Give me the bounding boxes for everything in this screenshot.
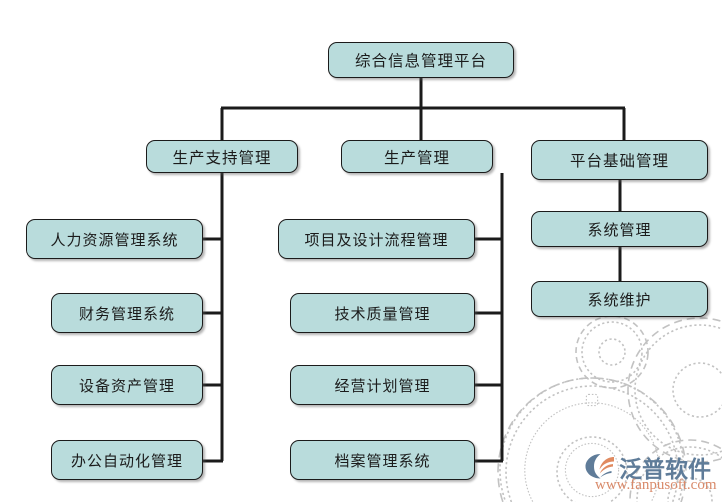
node-system-management[interactable]: 系统管理 xyxy=(531,211,708,247)
node-equipment-asset[interactable]: 设备资产管理 xyxy=(51,365,203,405)
node-root[interactable]: 综合信息管理平台 xyxy=(328,42,514,78)
node-tech-quality[interactable]: 技术质量管理 xyxy=(290,293,475,333)
node-hr-system[interactable]: 人力资源管理系统 xyxy=(26,219,203,259)
node-business-plan[interactable]: 经营计划管理 xyxy=(290,365,475,405)
node-project-design-flow[interactable]: 项目及设计流程管理 xyxy=(278,219,475,259)
node-finance-system[interactable]: 财务管理系统 xyxy=(51,293,203,333)
node-platform-foundation[interactable]: 平台基础管理 xyxy=(531,140,708,180)
node-production-management[interactable]: 生产管理 xyxy=(341,140,493,173)
node-system-maintenance[interactable]: 系统维护 xyxy=(531,281,708,317)
node-production-support[interactable]: 生产支持管理 xyxy=(146,140,298,173)
node-office-automation[interactable]: 办公自动化管理 xyxy=(51,440,203,480)
node-archive-system[interactable]: 档案管理系统 xyxy=(290,440,475,480)
